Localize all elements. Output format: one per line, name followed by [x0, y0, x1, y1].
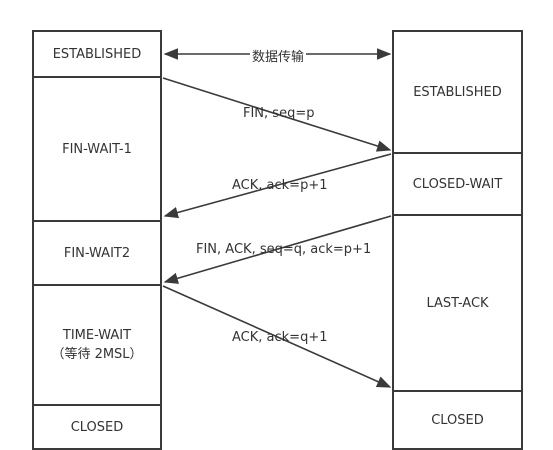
ack-1-arrow: [163, 153, 392, 219]
server-state-last-ack: LAST-ACK: [392, 214, 523, 392]
fin-ack-arrow: [163, 215, 392, 284]
server-state-close-wait: CLOSED-WAIT: [392, 152, 523, 216]
server-state-closed-label: CLOSED: [431, 412, 484, 428]
client-state-fin-wait-2: FIN-WAIT2: [32, 220, 162, 286]
ack-2-arrow: [162, 285, 392, 388]
server-state-established-label: ESTABLISHED: [413, 84, 502, 100]
ack-1-label: ACK, ack=p+1: [232, 178, 328, 193]
client-state-established-label: ESTABLISHED: [52, 46, 142, 62]
client-state-fin-wait-2-label: FIN-WAIT2: [63, 245, 131, 261]
client-state-closed-label: CLOSED: [70, 419, 124, 435]
client-state-fin-wait-1: FIN-WAIT-1: [32, 76, 162, 222]
server-state-last-ack-label: LAST-ACK: [426, 295, 489, 311]
client-state-established: ESTABLISHED: [32, 30, 162, 78]
client-state-time-wait-label: TIME-WAIT （等待 2MSL）: [51, 328, 143, 362]
fin-arrow: [162, 77, 392, 152]
server-state-closed: CLOSED: [392, 390, 523, 450]
fin-label: FIN, seq=p: [243, 106, 315, 121]
ack-2-label: ACK, ack=q+1: [232, 330, 328, 345]
client-state-closed: CLOSED: [32, 404, 162, 450]
server-state-close-wait-label: CLOSED-WAIT: [412, 176, 503, 192]
server-state-established: ESTABLISHED: [392, 30, 523, 154]
data-transfer-label: 数据传输: [250, 46, 307, 65]
fin-ack-label: FIN, ACK, seq=q, ack=p+1: [196, 242, 372, 257]
client-state-fin-wait-1-label: FIN-WAIT-1: [62, 141, 132, 157]
